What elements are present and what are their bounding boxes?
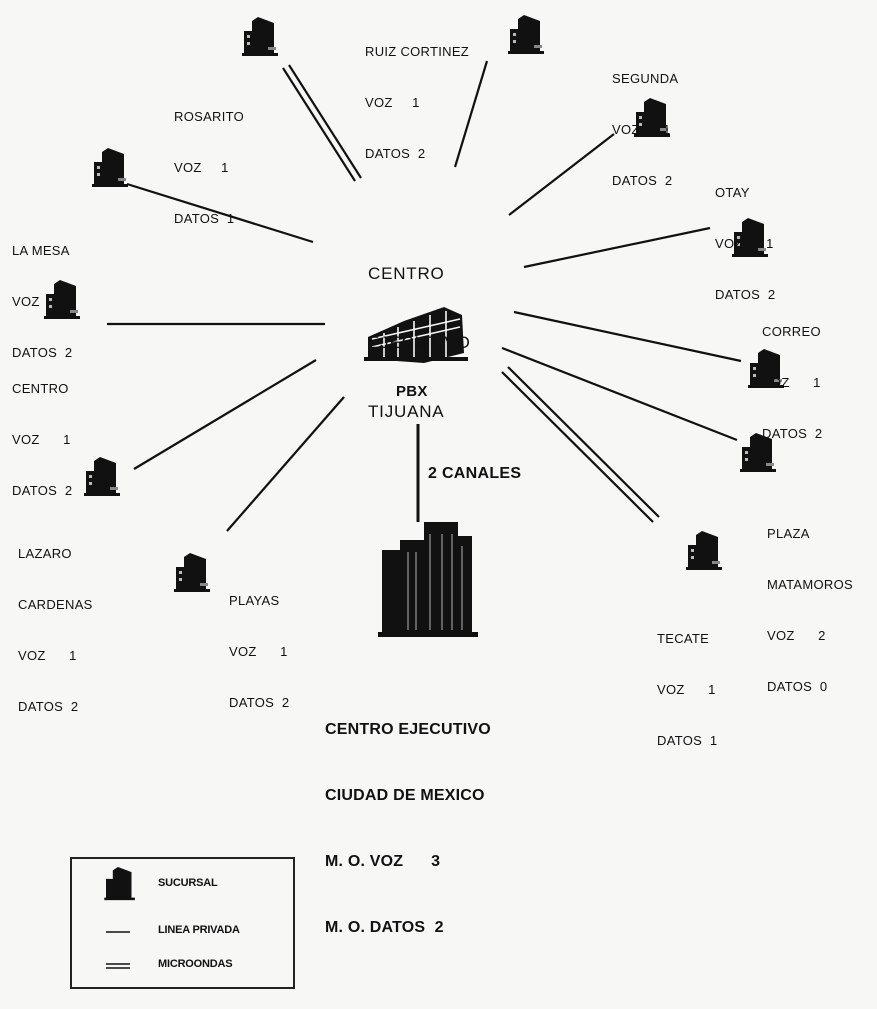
branch-label-segunda: SEGUNDA VOZ 1 DATOS 2 — [612, 36, 678, 206]
center-title-line: CENTRO — [368, 262, 471, 285]
center-title-line: TIJUANA — [368, 400, 471, 423]
link-correo — [514, 312, 741, 361]
branch-label-line: DATOS 2 — [18, 698, 93, 715]
link-rosarito — [283, 65, 361, 181]
branch-label-tecate: TECATE VOZ 1 DATOS 1 — [657, 596, 717, 766]
pbx-label: PBX — [396, 383, 428, 400]
mexico-label-line: M. O. VOZ 3 — [325, 851, 491, 873]
trunk-label: 2 CANALES — [428, 465, 521, 482]
branch-building-icon — [104, 867, 135, 900]
double-line-icon — [106, 964, 130, 968]
legend: SUCURSAL LINEA PRIVADA MICROONDAS — [70, 857, 295, 989]
branch-label-line: DATOS 2 — [12, 344, 72, 361]
branch-building-icon-ruiz-cortinez — [508, 15, 544, 54]
link-tecate — [502, 367, 659, 522]
branch-label-playas: PLAYAS VOZ 1 DATOS 2 — [229, 558, 289, 728]
branch-label-line: OTAY — [715, 184, 775, 201]
branch-label-line: LA MESA — [12, 242, 72, 259]
mexico-tower-icon — [378, 522, 478, 637]
link-segunda — [509, 134, 614, 215]
branch-label-line: LAZARO — [18, 545, 93, 562]
branch-label-line: VOZ 2 — [767, 627, 853, 644]
legend-label-linea-privada: LINEA PRIVADA — [158, 924, 240, 936]
branch-label-line: DATOS 2 — [612, 172, 678, 189]
branch-label-line: VOZ 1 — [12, 431, 72, 448]
branch-label-ruiz-cortinez: RUIZ CORTINEZ VOZ 1 DATOS 2 — [365, 9, 469, 179]
branch-label-rosarito: ROSARITO VOZ 1 DATOS 1 — [174, 74, 244, 244]
branch-building-icon-rosarito — [242, 17, 278, 56]
branch-label-line: DATOS 2 — [762, 425, 822, 442]
branch-label-line: SEGUNDA — [612, 70, 678, 87]
legend-label-sucursal: SUCURSAL — [158, 877, 218, 889]
branch-building-icon-la-mesa — [92, 148, 128, 187]
branch-label-line: CARDENAS — [18, 596, 93, 613]
branch-label-line: VOZ 1 — [12, 293, 72, 310]
branch-label-line: VOZ 1 — [18, 647, 93, 664]
mexico-label: CENTRO EJECUTIVO CIUDAD DE MEXICO M. O. … — [325, 675, 491, 961]
branch-label-line: MATAMOROS — [767, 576, 853, 593]
branch-label-line: DATOS 2 — [229, 694, 289, 711]
link-lazaro-cardenas — [134, 360, 316, 469]
branch-label-lazaro-cardenas: LAZARO CARDENAS VOZ 1 DATOS 2 — [18, 511, 93, 732]
link-playas — [227, 397, 344, 531]
branch-label-line: DATOS 2 — [12, 482, 72, 499]
branch-label-line: VOZ 1 — [715, 235, 775, 252]
mexico-label-line: CIUDAD DE MEXICO — [325, 785, 491, 807]
mexico-label-line: CENTRO EJECUTIVO — [325, 719, 491, 741]
branch-building-icon-tecate — [686, 531, 722, 570]
branch-building-icon-playas — [174, 553, 210, 592]
branch-label-line: TECATE — [657, 630, 717, 647]
mexico-label-line: M. O. DATOS 2 — [325, 917, 491, 939]
branch-building-icon-lazaro-cardenas — [84, 457, 120, 496]
branch-label-line: VOZ 1 — [657, 681, 717, 698]
branch-label-line: VOZ 1 — [174, 159, 244, 176]
branch-label-line: VOZ 1 — [365, 94, 469, 111]
legend-label-microondas: MICROONDAS — [158, 958, 232, 970]
link-plaza-matamoros — [502, 348, 737, 440]
branch-label-line: VOZ 1 — [762, 374, 822, 391]
branch-label-line: DATOS 1 — [174, 210, 244, 227]
branch-label-correo: CORREO VOZ 1 DATOS 2 — [762, 289, 822, 459]
center-title: CENTRO EJECUTIVO TIJUANA — [368, 216, 471, 446]
branch-label-plaza-matamoros: PLAZA MATAMOROS VOZ 2 DATOS 0 — [767, 491, 853, 712]
branch-label-line: PLAZA — [767, 525, 853, 542]
center-title-line: EJECUTIVO — [368, 331, 471, 354]
link-otay — [524, 228, 710, 267]
branch-label-line: CENTRO — [12, 380, 72, 397]
branch-label-la-mesa: LA MESA VOZ 1 DATOS 2 — [12, 208, 72, 378]
branch-label-line: DATOS 0 — [767, 678, 853, 695]
branch-label-line: DATOS 2 — [365, 145, 469, 162]
branch-label-line: DATOS 1 — [657, 732, 717, 749]
branch-label-line: PLAYAS — [229, 592, 289, 609]
branch-label-line: RUIZ CORTINEZ — [365, 43, 469, 60]
branch-label-line: VOZ 1 — [229, 643, 289, 660]
branch-label-line: VOZ 1 — [612, 121, 678, 138]
branch-label-line: CORREO — [762, 323, 822, 340]
branch-label-line: ROSARITO — [174, 108, 244, 125]
